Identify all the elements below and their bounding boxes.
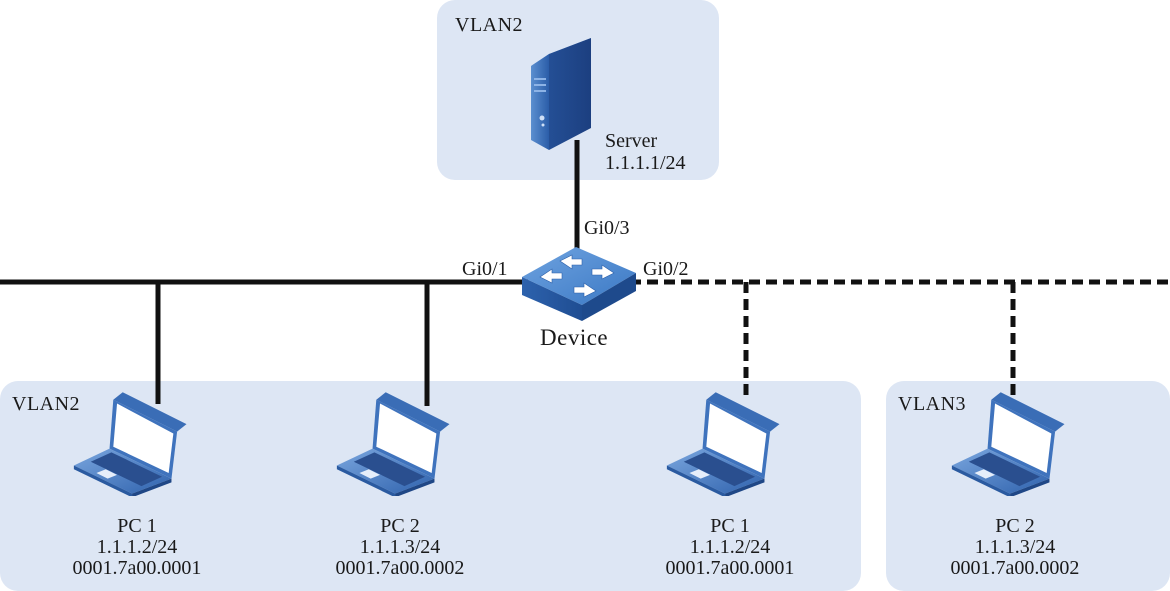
vlan3-zone: VLAN3 [886,381,1170,591]
pc-ip: 1.1.1.3/24 [359,536,441,558]
pc-caption: PC 1 1.1.1.2/24 0001.7a00.0001 [37,516,237,579]
zone-label: VLAN3 [898,393,967,415]
switch-icon [522,247,636,321]
pc-mac: 0001.7a00.0002 [950,557,1080,579]
zone-label: VLAN2 [455,14,524,36]
pc-caption: PC 2 1.1.1.3/24 0001.7a00.0002 [915,516,1115,579]
device-name: Device [540,325,609,350]
pc-name: PC 2 [995,515,1035,537]
pc-caption: PC 2 1.1.1.3/24 0001.7a00.0002 [300,516,500,579]
laptop-icon [950,388,1072,496]
port-gi01: Gi0/1 [462,258,508,280]
pc-ip: 1.1.1.2/24 [96,536,178,558]
pc-ip: 1.1.1.2/24 [689,536,771,558]
pc-mac: 0001.7a00.0001 [665,557,795,579]
pc-mac: 0001.7a00.0001 [72,557,202,579]
pc-ip: 1.1.1.3/24 [974,536,1056,558]
zone-label: VLAN2 [12,393,81,415]
laptop-icon [335,388,457,496]
server-ip: 1.1.1.1/24 [605,152,686,174]
server-icon [531,38,591,150]
pc-name: PC 2 [380,515,420,537]
pc-name: PC 1 [117,515,157,537]
laptop-icon [665,388,787,496]
port-gi03: Gi0/3 [584,217,630,239]
pc-caption: PC 1 1.1.1.2/24 0001.7a00.0001 [630,516,830,579]
laptop-icon [72,388,194,496]
pc-mac: 0001.7a00.0002 [335,557,465,579]
server-name: Server [605,130,658,152]
pc-name: PC 1 [710,515,750,537]
port-gi02: Gi0/2 [643,258,689,280]
